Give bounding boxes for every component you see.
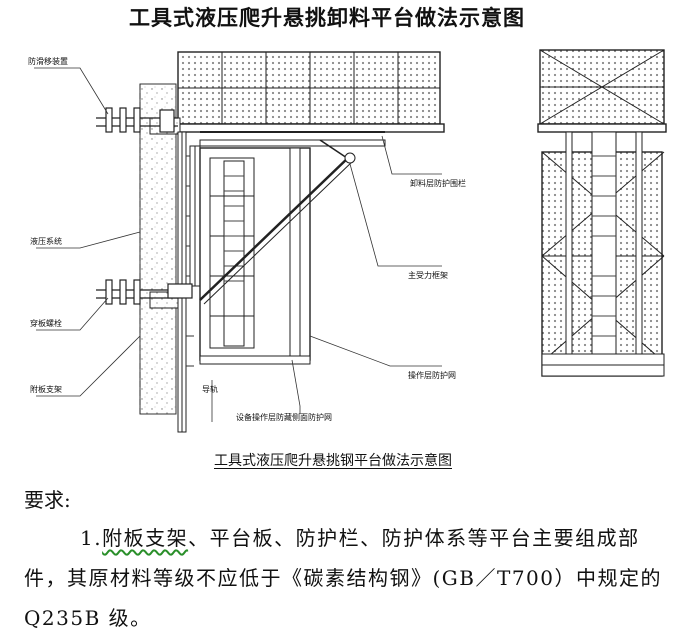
label-through-bolt: 穿板螺栓 [30, 318, 62, 328]
label-anti-slip: 防滑移装置 [28, 56, 68, 66]
front-elevation [537, 49, 667, 377]
label-op-net: 操作层防护网 [408, 370, 456, 380]
label-wall-bracket: 附板支架 [30, 384, 62, 394]
item-text: 、平台板、防护栏、防护体系等平台主要组成部件，其原材料等级不应低于《碳素结构钢》… [24, 526, 662, 630]
label-equip-net: 设备操作层防藏侧面防护网 [236, 412, 332, 422]
page-title: 工具式液压爬升悬挑卸料平台做法示意图 [129, 5, 525, 30]
item-keyword: 附板支架 [102, 526, 189, 550]
label-guide-rail: 导轨 [202, 384, 218, 394]
label-unload-guard: 卸料层防护围栏 [410, 178, 466, 188]
requirements-heading: 要求: [24, 488, 71, 512]
label-hydraulic: 液压系统 [30, 236, 62, 246]
side-elevation [96, 51, 445, 433]
item-number: 1. [80, 526, 103, 550]
requirements-item-1: 1.附板支架、平台板、防护栏、防护体系等平台主要组成部件，其原材料等级不应低于《… [24, 518, 664, 638]
label-main-frame: 主受力框架 [408, 270, 448, 280]
figure-caption: 工具式液压爬升悬挑钢平台做法示意图 [214, 453, 452, 469]
platform-diagram: 防滑移装置 液压系统 穿板螺栓 附板支架 导轨 设备操作层防藏侧面防护网 卸料层… [0, 36, 690, 446]
